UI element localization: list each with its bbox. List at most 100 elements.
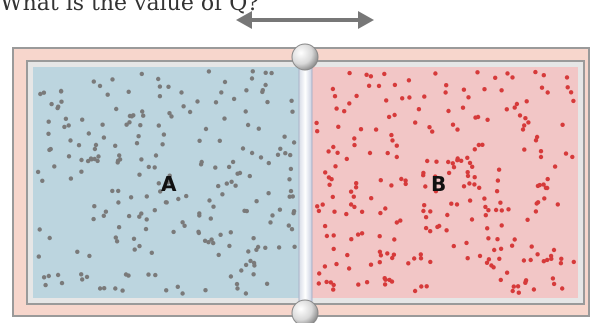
particle-a xyxy=(114,107,118,111)
particle-b xyxy=(365,280,369,284)
particle-a xyxy=(117,225,121,229)
particle-b xyxy=(477,186,481,190)
particle-a xyxy=(141,114,145,118)
particle-a xyxy=(59,100,63,104)
particle-b xyxy=(428,229,432,233)
particle-b xyxy=(497,257,501,261)
particle-a xyxy=(77,143,81,147)
particle-a xyxy=(169,114,173,118)
particle-b xyxy=(467,181,471,185)
particle-b xyxy=(347,266,351,270)
particle-a xyxy=(154,153,158,157)
movable-partition[interactable] xyxy=(299,60,312,313)
particle-b xyxy=(334,262,338,266)
particle-b xyxy=(493,76,497,80)
particle-a xyxy=(264,71,268,75)
particle-b xyxy=(524,278,528,282)
particle-b xyxy=(352,136,356,140)
particle-b xyxy=(389,183,393,187)
particle-a xyxy=(278,147,282,151)
particle-b xyxy=(332,283,336,287)
particle-a xyxy=(244,291,248,295)
particle-b xyxy=(428,209,432,213)
particle-a xyxy=(256,245,260,249)
particle-b xyxy=(506,207,510,211)
particle-b xyxy=(571,99,575,103)
particle-a xyxy=(91,217,95,221)
particle-b xyxy=(345,253,349,257)
particle-b xyxy=(349,237,353,241)
particle-b xyxy=(356,232,360,236)
particle-a xyxy=(116,189,120,193)
particle-a xyxy=(251,69,255,73)
particle-a xyxy=(129,195,133,199)
particle-b xyxy=(570,155,574,159)
particle-b xyxy=(383,282,387,286)
particle-b xyxy=(560,123,564,127)
particle-a xyxy=(269,71,273,75)
particle-b xyxy=(530,244,534,248)
particle-a xyxy=(227,165,231,169)
particle-a xyxy=(252,261,256,265)
particle-a xyxy=(223,80,227,84)
particle-b xyxy=(327,183,331,187)
particle-b xyxy=(331,287,335,291)
particle-a xyxy=(266,191,270,195)
particle-b xyxy=(317,209,321,213)
particle-b xyxy=(395,155,399,159)
particle-b xyxy=(560,286,564,290)
particle-a xyxy=(79,272,83,276)
particle-a xyxy=(218,233,222,237)
particle-a xyxy=(291,211,295,215)
particle-b xyxy=(534,138,538,142)
particle-a xyxy=(288,195,292,199)
particle-a xyxy=(197,139,201,143)
particle-b xyxy=(327,175,331,179)
particle-b xyxy=(462,184,466,188)
particle-b xyxy=(542,196,546,200)
partition-bottom-knob[interactable] xyxy=(292,300,318,323)
particle-a xyxy=(289,167,293,171)
particle-a xyxy=(290,227,294,231)
particle-b xyxy=(378,260,382,264)
particle-b xyxy=(455,158,459,162)
particle-b xyxy=(423,184,427,188)
particle-a xyxy=(153,165,157,169)
particle-a xyxy=(245,209,249,213)
particle-a xyxy=(110,189,114,193)
particle-b xyxy=(427,125,431,129)
particle-b xyxy=(511,289,515,293)
particle-a xyxy=(47,120,51,124)
particle-b xyxy=(451,123,455,127)
particle-b xyxy=(559,257,563,261)
particle-b xyxy=(446,109,450,113)
particle-b xyxy=(378,234,382,238)
particle-b xyxy=(505,107,509,111)
particle-b xyxy=(406,261,410,265)
particle-b xyxy=(386,151,390,155)
partition-top-knob[interactable] xyxy=(292,44,318,70)
particle-a xyxy=(211,205,215,209)
particle-b xyxy=(352,195,356,199)
particle-b xyxy=(335,151,339,155)
particle-a xyxy=(204,127,208,131)
particle-a xyxy=(282,135,286,139)
particle-a xyxy=(287,223,291,227)
particle-b xyxy=(549,257,553,261)
particle-b xyxy=(421,171,425,175)
particle-a xyxy=(85,275,89,279)
particle-a xyxy=(46,132,50,136)
particle-b xyxy=(449,202,453,206)
particle-a xyxy=(164,288,168,292)
particle-a xyxy=(114,235,118,239)
particle-a xyxy=(80,277,84,281)
particle-b xyxy=(472,182,476,186)
particle-b xyxy=(446,160,450,164)
particle-a xyxy=(43,283,47,287)
particle-a xyxy=(137,244,141,248)
particle-b xyxy=(496,178,500,182)
particle-a xyxy=(207,69,211,73)
particle-b xyxy=(572,260,576,264)
particle-a xyxy=(200,160,204,164)
particle-a xyxy=(229,274,233,278)
